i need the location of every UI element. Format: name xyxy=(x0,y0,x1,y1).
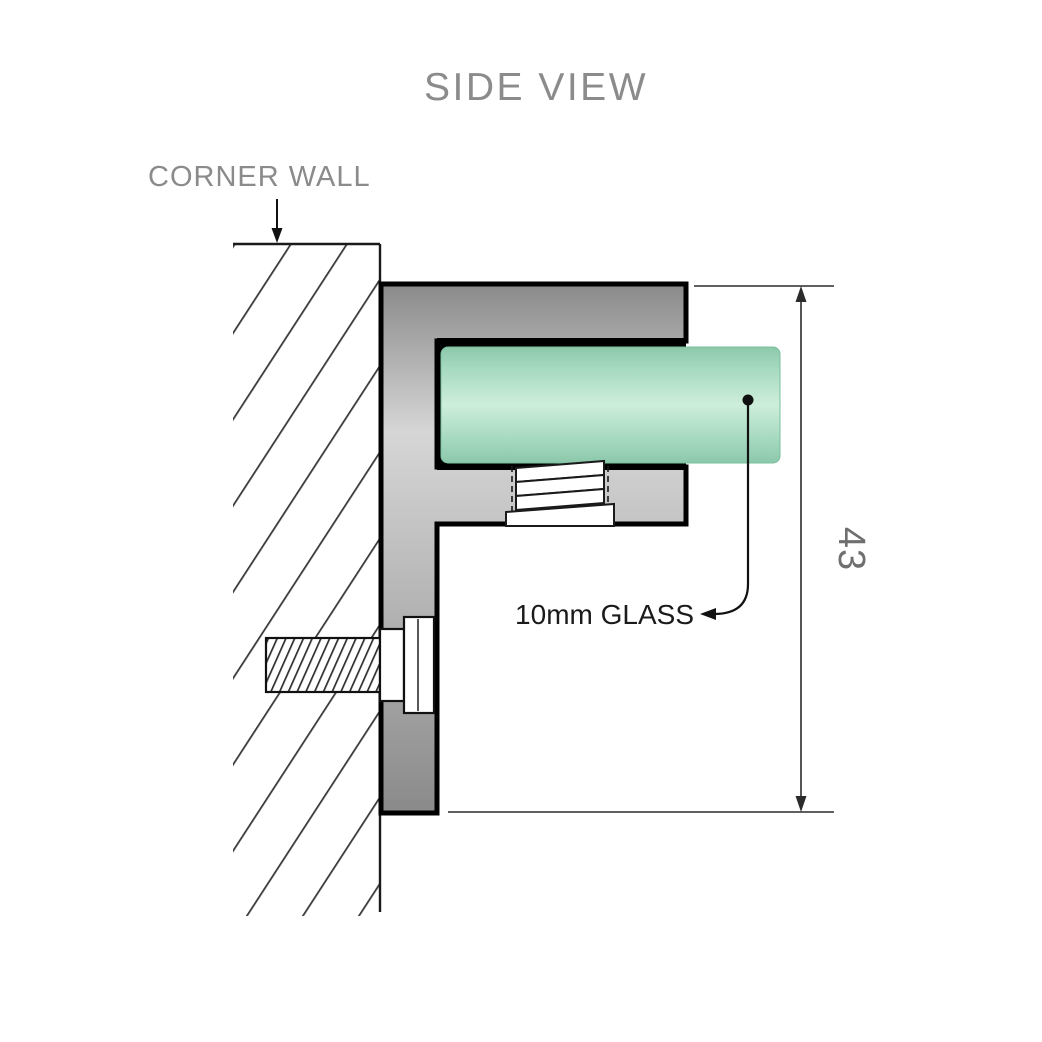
wall-section xyxy=(233,242,382,916)
grub-screw-thread xyxy=(515,487,605,512)
dimension-arrow-up-icon xyxy=(795,286,807,302)
wall-hatching xyxy=(233,244,380,916)
dimension-bracket-height: 43 xyxy=(448,285,872,813)
dimension-arrow-down-icon xyxy=(795,796,807,812)
glass-callout: 10mm GLASS xyxy=(515,394,754,630)
mounting-screw-head xyxy=(402,615,436,715)
glass-label: 10mm GLASS xyxy=(515,599,694,630)
leader-line xyxy=(713,400,750,616)
mounting-screw-shaft xyxy=(264,636,382,694)
page-title: SIDE VIEW xyxy=(424,66,648,109)
corner-wall-arrow xyxy=(271,199,283,243)
mounting-screw xyxy=(264,615,436,715)
corner-wall-label: CORNER WALL xyxy=(148,161,371,193)
left-arrow-icon xyxy=(700,608,716,620)
dimension-value: 43 xyxy=(830,527,872,571)
mounting-screw-collar xyxy=(378,627,406,703)
down-arrow-icon xyxy=(271,228,283,243)
grub-screw-base xyxy=(505,502,615,527)
grub-screw xyxy=(505,459,615,527)
glass-panel xyxy=(440,346,781,464)
